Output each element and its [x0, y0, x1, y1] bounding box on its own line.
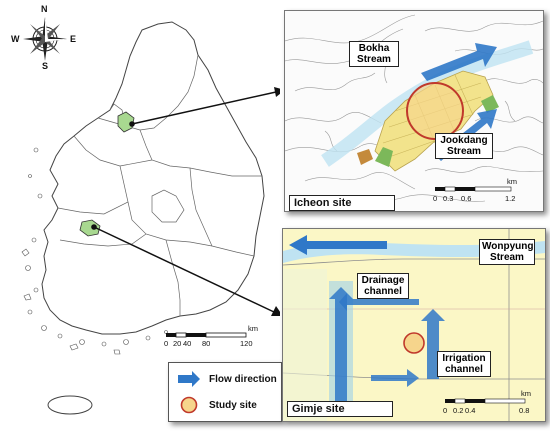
gimje-scale-tick-0: 0 — [443, 406, 448, 415]
legend-item-flow: Flow direction — [177, 369, 277, 389]
legend: Flow direction Study site — [168, 362, 282, 422]
main-scale-unit: km — [248, 324, 258, 333]
icheon-region — [117, 111, 135, 133]
icheon-site-title: Icheon site — [289, 195, 395, 211]
gimje-panel: Wonpyung Stream Drainage channel Irrigat… — [282, 228, 546, 422]
icheon-scale-unit: km — [507, 177, 517, 186]
flow-arrow-icon — [178, 371, 200, 387]
icheon-scale-tick-1: 0.3 — [443, 194, 454, 203]
bokha-stream-label: Bokha Stream — [349, 41, 399, 67]
wonpyung-stream-label: Wonpyung Stream — [479, 239, 535, 265]
gimje-scale-tick-1: 0.2 — [453, 406, 464, 415]
korea-outline — [41, 21, 265, 335]
gimje-site-title: Gimje site — [287, 401, 393, 417]
gimje-study-site — [403, 332, 425, 354]
icheon-map — [285, 11, 543, 211]
irrigation-flow-arrow-right — [371, 369, 419, 387]
drainage-flow-arrow-up — [329, 287, 353, 405]
korea-map — [21, 21, 280, 415]
main-scale-tick-3: 80 — [202, 339, 211, 348]
icheon-study-site — [406, 82, 464, 140]
main-scale-tick-2: 40 — [183, 339, 192, 348]
icheon-panel: Bokha Stream Jookdang Stream Icheon site… — [284, 10, 544, 212]
gimje-region — [79, 219, 101, 237]
compass-east: E — [70, 34, 77, 44]
compass-south: S — [42, 61, 49, 71]
icheon-scale-tick-2: 0.6 — [461, 194, 472, 203]
province-boundaries — [57, 54, 262, 316]
icheon-scale-tick-0: 0 — [433, 194, 438, 203]
irrigation-channel-label: Irrigation channel — [437, 351, 491, 377]
main-scale-tick-0: 0 — [164, 339, 169, 348]
drainage-channel-label: Drainage channel — [357, 273, 409, 299]
gimje-scale-unit: km — [521, 389, 531, 398]
gimje-scale-tick-3: 0.8 — [519, 406, 530, 415]
compass-icon — [23, 17, 67, 61]
bokha-flow-arrow — [421, 43, 497, 81]
legend-item-study: Study site — [177, 395, 257, 415]
main-scale-bar: 0 20 40 80 120 km — [160, 324, 270, 350]
compass-north: N — [41, 4, 48, 14]
main-scale-tick-4: 120 — [240, 339, 253, 348]
legend-flow-label: Flow direction — [209, 373, 277, 385]
icheon-scale-graphic — [435, 186, 512, 192]
gimje-scale-graphic — [445, 398, 526, 404]
coastal-islands — [21, 147, 168, 355]
scale-bar-graphic — [166, 332, 247, 338]
wonpyung-flow-arrow — [289, 235, 387, 255]
main-scale-tick-1: 20 — [173, 339, 182, 348]
gimje-scale-tick-2: 0.4 — [465, 406, 476, 415]
jookdang-stream-label: Jookdang Stream — [435, 133, 493, 159]
legend-study-label: Study site — [209, 399, 257, 411]
jeju-island — [47, 395, 93, 415]
compass-west: W — [11, 34, 20, 44]
compass-rose: N S W E — [10, 4, 80, 71]
drainage-flow-arrow-left — [339, 293, 419, 311]
icheon-scale-tick-3: 1.2 — [505, 194, 516, 203]
study-site-circle-icon — [180, 396, 198, 414]
